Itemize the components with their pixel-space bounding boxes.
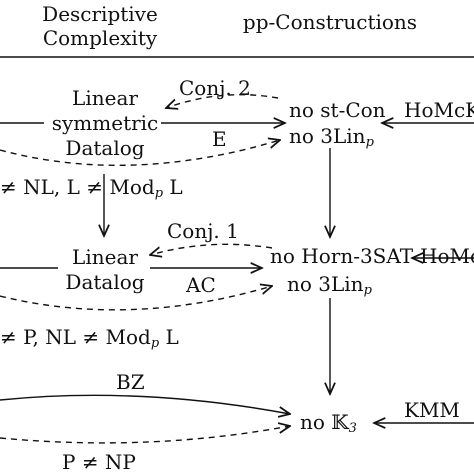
node-linear-symmetric-datalog-line1: Linear xyxy=(72,86,138,110)
separation-row2: ≠ P, NL ≠ Modp L xyxy=(0,325,179,351)
label-kmm: KMM xyxy=(404,398,460,422)
node-no-st-con: no st-Con xyxy=(289,98,386,122)
label-conj-2: Conj. 2 xyxy=(179,76,251,100)
node-linear-datalog-line1: Linear xyxy=(72,245,138,269)
label-homck-2: HoMcK xyxy=(420,244,474,268)
node-linear-datalog-line2: Datalog xyxy=(65,270,145,294)
label-e: E xyxy=(212,127,227,151)
node-no-horn-3sat: no Horn-3SAT xyxy=(270,244,414,268)
header-descriptive: Descriptive xyxy=(42,2,158,26)
row2-conj-arrow xyxy=(150,243,273,255)
label-ac: AC xyxy=(186,273,216,297)
label-bz: BZ xyxy=(116,370,145,394)
node-no-3lin-2: no 3Linp xyxy=(287,272,372,298)
label-homck-1: HoMcK xyxy=(404,98,474,122)
row1-conj-arrow xyxy=(166,93,279,108)
row2-dashed-curve xyxy=(0,286,272,311)
row1-dashed-curve xyxy=(0,140,280,166)
separation-row1: ≠ NL, L ≠ Modp L xyxy=(0,175,183,201)
header-pp-constructions: pp-Constructions xyxy=(242,10,418,34)
label-conj-1: Conj. 1 xyxy=(167,219,239,243)
node-linear-symmetric-datalog-line2: symmetric xyxy=(51,111,159,135)
header-complexity: Complexity xyxy=(42,26,158,50)
node-no-3lin-1: no 3Linp xyxy=(289,124,374,150)
separation-row3: P ≠ NP xyxy=(62,450,136,474)
row3-bz-arrow xyxy=(0,394,290,414)
row3-dashed-curve xyxy=(0,426,290,444)
node-no-k3: no 𝕂3 xyxy=(300,410,357,436)
node-linear-symmetric-datalog-line3: Datalog xyxy=(65,136,145,160)
